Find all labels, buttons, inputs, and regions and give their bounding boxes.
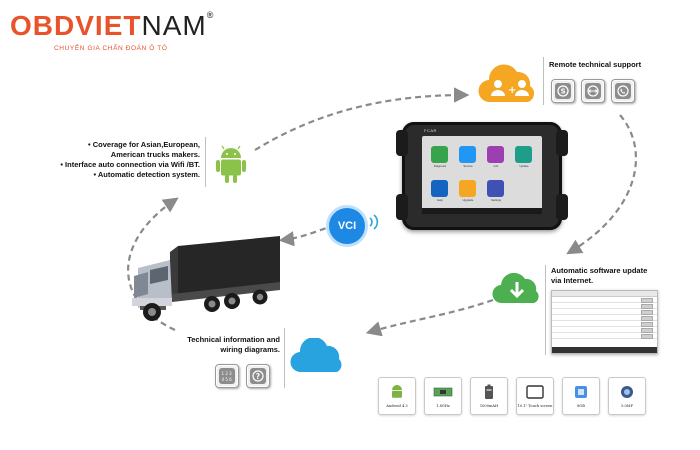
- app-diagnosis-icon[interactable]: [431, 146, 448, 163]
- tablet-nav-bar: [422, 208, 542, 214]
- technical-info-title-line: Technical information and: [187, 335, 280, 344]
- update-row: [552, 297, 657, 303]
- feature-label: 10.1" Touch screen: [517, 404, 553, 408]
- help-button[interactable]: ?: [246, 364, 270, 388]
- software-update-title-line: Automatic software update: [551, 266, 648, 275]
- update-row: [552, 321, 657, 327]
- update-row: [552, 315, 657, 321]
- teamviewer-icon: [587, 85, 599, 97]
- coverage-line: • Coverage for Asian,European,: [88, 140, 200, 149]
- update-row: [552, 303, 657, 309]
- android-icon: [216, 145, 246, 183]
- skype-button[interactable]: S: [551, 79, 575, 103]
- svg-text:1 2 3: 1 2 3: [222, 371, 233, 376]
- app-settings-icon[interactable]: [487, 180, 504, 197]
- software-update-divider: [545, 265, 546, 355]
- cpu-icon: [433, 387, 453, 397]
- remote-support-cloud-icon: +: [478, 64, 535, 103]
- feature-cpu: 1.8GHz: [424, 377, 462, 415]
- technical-info-title: Technical information and wiring diagram…: [150, 335, 280, 355]
- brand-logo: OBDVIETNAM®: [10, 10, 214, 42]
- android-icon: [392, 385, 402, 398]
- app-label: Update: [519, 164, 529, 168]
- technical-info-title-line: wiring diagrams.: [220, 345, 280, 355]
- battery-icon: [485, 384, 493, 399]
- app-label: Diagnosis: [433, 164, 447, 168]
- app-label: Info: [493, 164, 499, 168]
- phone-icon: [617, 85, 629, 97]
- remote-support-divider: [543, 57, 544, 105]
- logo-obd-text: OBD: [10, 10, 76, 41]
- feature-camera: 5.0MP: [608, 377, 646, 415]
- update-list-screenshot: [551, 290, 658, 354]
- logo-nam-text: NAM: [141, 10, 207, 41]
- diagnostic-tablet: FCAR Diagnosis Service Info Update Help …: [396, 122, 568, 230]
- app-info-icon[interactable]: [487, 146, 504, 163]
- phone-button[interactable]: [611, 79, 635, 103]
- technical-info-cloud-icon: [290, 338, 342, 373]
- vci-badge: VCI: [326, 205, 368, 247]
- camera-icon: [621, 386, 633, 398]
- feature-battery: 1000mAH: [470, 377, 508, 415]
- touchscreen-icon: [526, 385, 544, 399]
- coverage-divider: [205, 137, 206, 187]
- tablet-screen: Diagnosis Service Info Update Help Upgra…: [422, 136, 542, 214]
- tablet-bumper-right: [556, 130, 568, 156]
- coverage-line: • Interface auto connection via Wifi /BT…: [60, 160, 200, 170]
- update-row: [552, 309, 657, 315]
- app-service-icon[interactable]: [459, 146, 476, 163]
- feature-android: Android 4.3: [378, 377, 416, 415]
- tablet-bumper-left: [396, 130, 408, 156]
- feature-label: 8GB: [577, 404, 585, 408]
- vci-label: VCI: [337, 220, 357, 232]
- app-label: Help: [437, 198, 443, 202]
- app-update-icon[interactable]: [515, 146, 532, 163]
- help-icon: ?: [252, 370, 264, 382]
- coverage-line: American trucks makers.: [110, 150, 200, 160]
- software-update-title-line: via Internet.: [551, 276, 594, 286]
- memory-card-icon: [575, 386, 587, 398]
- app-label: Settings: [490, 198, 502, 202]
- logo-tagline: CHUYÊN GIA CHẨN ĐOÁN Ô TÔ: [54, 45, 168, 52]
- update-row: [552, 327, 657, 333]
- technical-info-divider: [284, 328, 285, 388]
- svg-text:S: S: [561, 88, 566, 96]
- tablet-bumper-right-lower: [556, 194, 568, 220]
- truck-image: [132, 236, 280, 321]
- download-cloud-icon: [492, 272, 539, 304]
- svg-text:+: +: [508, 85, 516, 96]
- wifi-signal-icon: [369, 214, 379, 230]
- software-update-title: Automatic software update via Internet.: [551, 266, 647, 286]
- app-upgrade-icon[interactable]: [459, 180, 476, 197]
- app-help-icon[interactable]: [431, 180, 448, 197]
- svg-text:4 5 6: 4 5 6: [222, 377, 233, 382]
- coverage-line: • Automatic detection system.: [93, 170, 200, 180]
- feature-label: 1.8GHz: [436, 404, 450, 408]
- logo-registered-mark: ®: [206, 10, 215, 20]
- feature-label: 5.0MP: [621, 404, 633, 408]
- feature-label: Android 4.3: [386, 404, 408, 408]
- coverage-text-block: • Coverage for Asian,European, American …: [50, 140, 200, 181]
- feature-label: 1000mAH: [479, 404, 499, 408]
- tablet-bumper-left-lower: [396, 194, 408, 220]
- logo-viet-text: VIET: [75, 10, 142, 41]
- device-brand-label: FCAR: [424, 128, 437, 133]
- update-row: [552, 333, 657, 339]
- wiring-icon: 1 2 34 5 6: [222, 371, 233, 382]
- svg-text:?: ?: [256, 372, 260, 381]
- feature-touchscreen: 10.1" Touch screen: [516, 377, 554, 415]
- remote-support-title: Remote technical support: [549, 60, 642, 69]
- app-label: Upgrade: [462, 198, 474, 202]
- teamviewer-button[interactable]: [581, 79, 605, 103]
- app-label: Service: [463, 164, 473, 168]
- feature-memory: 8GB: [562, 377, 600, 415]
- skype-icon: S: [557, 85, 569, 97]
